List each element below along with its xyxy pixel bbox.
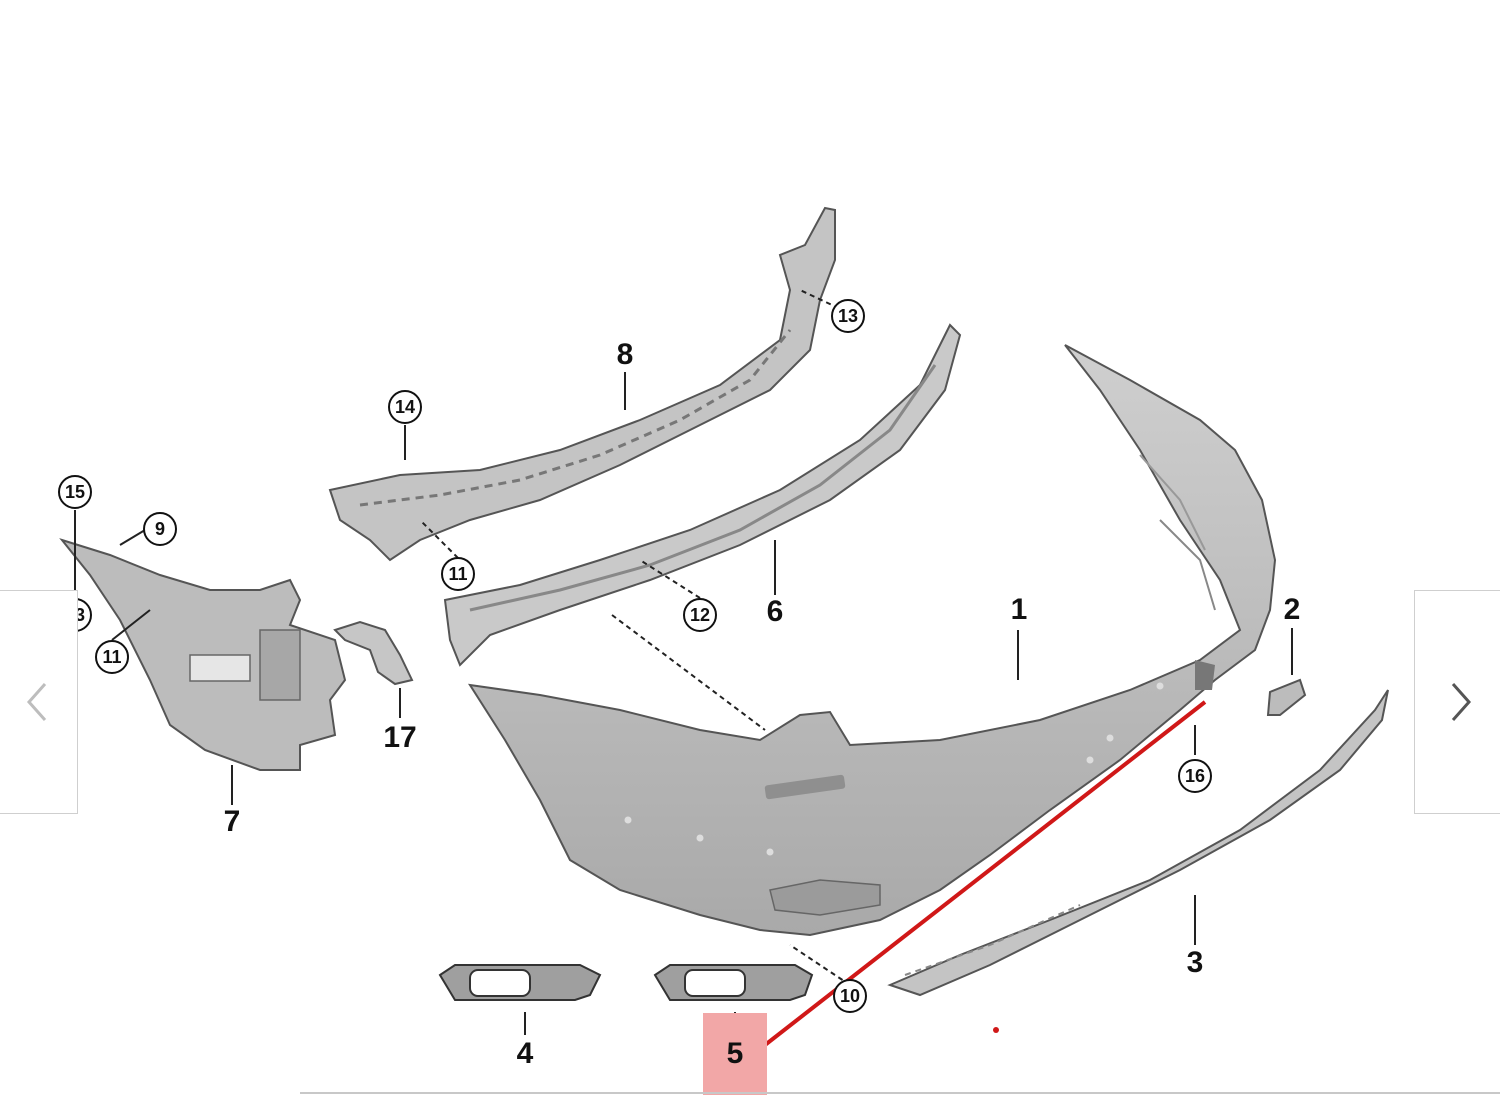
label-12: 12 <box>683 598 717 632</box>
label-5: 5 <box>726 1037 744 1070</box>
part-8-bracket <box>328 206 836 562</box>
label-17: 17 <box>383 721 417 754</box>
label-7: 7 <box>223 805 241 838</box>
part-1-bumper-cover <box>467 344 1277 937</box>
label-13-upper: 13 <box>831 299 865 333</box>
label-2: 2 <box>1283 593 1301 626</box>
part-3-diffuser <box>887 689 1389 997</box>
part-5-highlight <box>703 1013 767 1095</box>
label-4: 4 <box>516 1037 534 1070</box>
label-3: 3 <box>1186 946 1204 979</box>
part-2-small-trim <box>1266 678 1307 716</box>
part-17-clip <box>333 620 414 686</box>
leader-lines <box>74 289 1293 1035</box>
label-6: 6 <box>766 595 784 628</box>
part-5-exhaust-trim <box>653 964 814 1001</box>
red-dot <box>993 1027 999 1033</box>
label-9: 9 <box>143 512 177 546</box>
label-1: 1 <box>1010 593 1028 626</box>
label-14: 14 <box>388 390 422 424</box>
label-16: 16 <box>1178 759 1212 793</box>
label-15: 15 <box>58 475 92 509</box>
chevron-left-icon <box>26 683 46 721</box>
label-10: 10 <box>833 979 867 1013</box>
part-4-exhaust-trim <box>438 964 602 1001</box>
part-7-side-bracket <box>59 538 347 771</box>
label-11-upper: 11 <box>441 557 475 591</box>
label-8: 8 <box>616 338 634 371</box>
prev-image-button[interactable] <box>0 590 78 814</box>
chevron-right-icon <box>1451 683 1471 721</box>
next-image-button[interactable] <box>1414 590 1500 814</box>
part-6-absorber <box>443 323 962 667</box>
label-11-lower: 11 <box>95 640 129 674</box>
bottom-divider <box>300 1092 1500 1094</box>
